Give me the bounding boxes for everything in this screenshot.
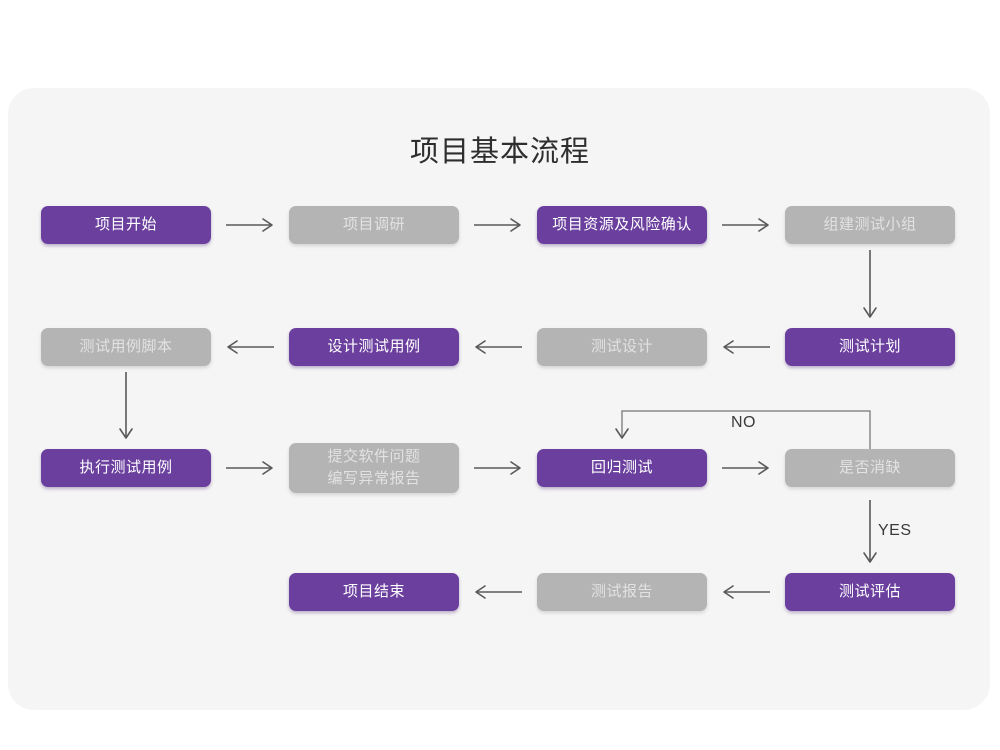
flow-node-n13[interactable]: 项目结束 xyxy=(289,573,459,611)
flow-node-label: 提交软件问题编写异常报告 xyxy=(327,448,421,487)
flow-node-n6[interactable]: 设计测试用例 xyxy=(289,328,459,366)
flow-node-n4[interactable]: 组建测试小组 xyxy=(785,206,955,244)
flow-node-n5[interactable]: 测试用例脚本 xyxy=(41,328,211,366)
flow-node-n9[interactable]: 执行测试用例 xyxy=(41,449,211,487)
flow-node-label: 是否消缺 xyxy=(838,459,901,476)
flow-node-n10[interactable]: 提交软件问题编写异常报告 xyxy=(289,443,459,493)
flow-node-n2[interactable]: 项目调研 xyxy=(289,206,459,244)
flow-node-label: 回归测试 xyxy=(590,459,653,476)
edge-label-yes: YES xyxy=(878,522,912,539)
flow-node-label: 测试用例脚本 xyxy=(79,338,173,355)
flow-node-label: 测试设计 xyxy=(590,338,653,355)
flowchart-card xyxy=(8,88,990,710)
page-title: 项目基本流程 xyxy=(409,136,590,168)
flow-node-label: 项目调研 xyxy=(342,216,405,233)
flow-node-label: 执行测试用例 xyxy=(79,459,173,476)
flow-node-label: 组建测试小组 xyxy=(823,216,917,233)
flow-node-n8[interactable]: 测试计划 xyxy=(785,328,955,366)
flow-node-n14[interactable]: 测试报告 xyxy=(537,573,707,611)
flow-node-label: 项目开始 xyxy=(94,216,157,233)
flow-node-n12[interactable]: 是否消缺 xyxy=(785,449,955,487)
flow-node-n7[interactable]: 测试设计 xyxy=(537,328,707,366)
flow-node-label: 设计测试用例 xyxy=(327,338,421,355)
flow-node-label: 测试报告 xyxy=(590,583,653,600)
flow-node-n11[interactable]: 回归测试 xyxy=(537,449,707,487)
flow-node-n1[interactable]: 项目开始 xyxy=(41,206,211,244)
flow-node-label: 测试评估 xyxy=(838,583,901,600)
flow-node-label: 测试计划 xyxy=(838,338,901,355)
flow-node-n15[interactable]: 测试评估 xyxy=(785,573,955,611)
edge-label-no: NO xyxy=(731,414,756,431)
flow-node-n3[interactable]: 项目资源及风险确认 xyxy=(537,206,707,244)
flow-node-label: 项目结束 xyxy=(342,583,405,600)
flow-node-label: 项目资源及风险确认 xyxy=(552,216,692,233)
